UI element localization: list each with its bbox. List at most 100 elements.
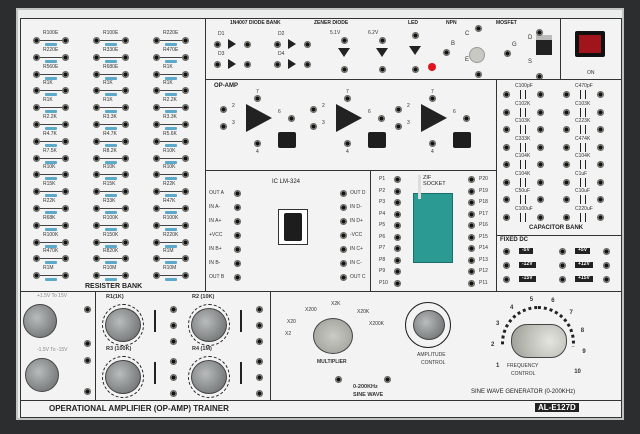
jack[interactable]: [429, 140, 436, 147]
jack[interactable]: [537, 108, 544, 116]
jack[interactable]: [537, 213, 544, 221]
jack[interactable]: [182, 104, 189, 112]
jack[interactable]: [563, 126, 570, 133]
jack[interactable]: [344, 95, 351, 102]
jack[interactable]: [537, 178, 544, 186]
jack[interactable]: [256, 322, 263, 329]
jack[interactable]: [170, 322, 177, 329]
jack[interactable]: [62, 70, 69, 78]
jack[interactable]: [182, 154, 189, 162]
jack[interactable]: [340, 204, 347, 211]
jack[interactable]: [62, 104, 69, 112]
jack[interactable]: [182, 221, 189, 229]
jack[interactable]: [33, 221, 40, 229]
jack[interactable]: [93, 87, 100, 95]
jack[interactable]: [33, 154, 40, 162]
jack[interactable]: [394, 256, 401, 264]
jack[interactable]: [537, 126, 544, 133]
jack[interactable]: [170, 306, 177, 313]
jack[interactable]: [153, 171, 160, 179]
multiplier-knob[interactable]: [313, 318, 353, 354]
jack[interactable]: [340, 232, 347, 239]
jack[interactable]: [503, 108, 510, 116]
jack[interactable]: [597, 161, 604, 168]
jack[interactable]: [220, 106, 227, 113]
jack[interactable]: [122, 137, 129, 145]
jack[interactable]: [563, 91, 570, 98]
jack[interactable]: [182, 255, 189, 263]
jack[interactable]: [394, 199, 401, 206]
jack[interactable]: [603, 276, 610, 283]
jack[interactable]: [537, 196, 544, 203]
jack[interactable]: [503, 213, 510, 221]
jack[interactable]: [153, 154, 160, 162]
jack[interactable]: [62, 272, 69, 280]
jack[interactable]: [122, 238, 129, 246]
jack[interactable]: [93, 154, 100, 162]
jack[interactable]: [153, 137, 160, 145]
jack[interactable]: [559, 248, 566, 255]
jack[interactable]: [84, 388, 91, 395]
jack[interactable]: [254, 95, 261, 102]
jack[interactable]: [93, 37, 100, 44]
jack[interactable]: [33, 171, 40, 179]
jack[interactable]: [33, 188, 40, 196]
jack[interactable]: [256, 338, 263, 345]
jack[interactable]: [379, 37, 386, 44]
jack[interactable]: [344, 140, 351, 147]
jack[interactable]: [394, 245, 401, 252]
jack[interactable]: [62, 221, 69, 229]
jack[interactable]: [234, 232, 241, 239]
jack[interactable]: [93, 121, 100, 128]
jack[interactable]: [153, 255, 160, 263]
jack[interactable]: [256, 390, 263, 397]
jack[interactable]: [537, 143, 544, 151]
jack[interactable]: [33, 53, 40, 61]
jack[interactable]: [93, 238, 100, 246]
jack[interactable]: [563, 161, 570, 168]
jack[interactable]: [122, 188, 129, 196]
jack[interactable]: [597, 108, 604, 116]
jack[interactable]: [340, 246, 347, 253]
jack[interactable]: [182, 87, 189, 95]
jack[interactable]: [33, 37, 40, 44]
jack[interactable]: [603, 262, 610, 269]
jack[interactable]: [153, 221, 160, 229]
jack[interactable]: [234, 246, 241, 253]
jack[interactable]: [62, 255, 69, 263]
jack[interactable]: [122, 221, 129, 229]
jack[interactable]: [33, 255, 40, 263]
jack[interactable]: [182, 121, 189, 128]
jack[interactable]: [244, 61, 251, 68]
jack[interactable]: [182, 137, 189, 145]
jack[interactable]: [537, 91, 544, 98]
jack[interactable]: [182, 53, 189, 61]
pot-knob-2[interactable]: [191, 308, 227, 342]
jack[interactable]: [33, 104, 40, 112]
jack[interactable]: [256, 358, 263, 365]
jack[interactable]: [93, 221, 100, 229]
jack[interactable]: [379, 66, 386, 73]
jack[interactable]: [340, 190, 347, 197]
jack[interactable]: [153, 188, 160, 196]
jack[interactable]: [122, 255, 129, 263]
jack[interactable]: [122, 154, 129, 162]
jack[interactable]: [597, 196, 604, 203]
jack[interactable]: [170, 338, 177, 345]
jack[interactable]: [559, 262, 566, 269]
jack[interactable]: [93, 171, 100, 179]
jack[interactable]: [412, 32, 419, 39]
jack[interactable]: [340, 274, 347, 281]
jack[interactable]: [62, 53, 69, 61]
jack[interactable]: [563, 108, 570, 116]
jack[interactable]: [122, 37, 129, 44]
jack[interactable]: [182, 70, 189, 78]
jack[interactable]: [304, 61, 311, 68]
jack[interactable]: [93, 137, 100, 145]
jack[interactable]: [378, 115, 385, 122]
jack[interactable]: [33, 137, 40, 145]
jack[interactable]: [394, 268, 401, 275]
jack[interactable]: [93, 205, 100, 212]
jack[interactable]: [559, 276, 566, 283]
jack[interactable]: [214, 61, 221, 68]
